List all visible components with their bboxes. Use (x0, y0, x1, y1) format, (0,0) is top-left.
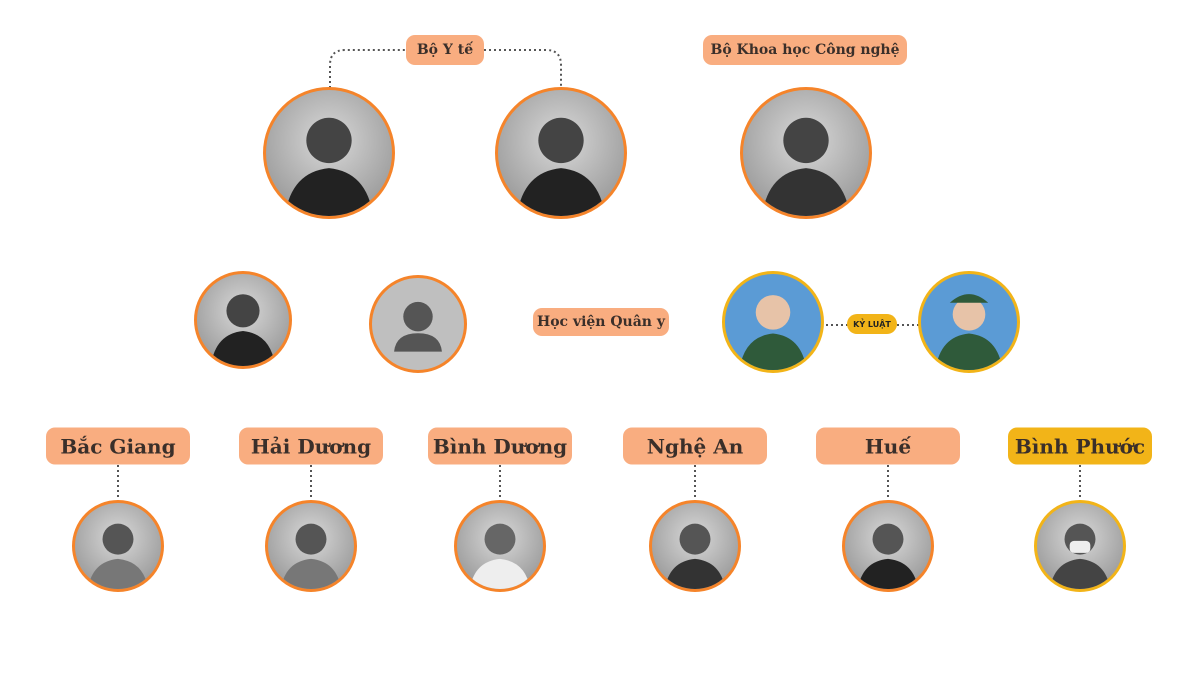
portrait-photo (842, 500, 934, 592)
portrait-photo (649, 500, 741, 592)
portrait-photo (72, 500, 164, 592)
province-label: Huế (816, 427, 960, 465)
label-ministry-health: Bộ Y tế (406, 35, 484, 65)
portrait-photo (265, 500, 357, 592)
portrait-photo (495, 87, 627, 219)
label-military-academy: Học viện Quân y (533, 308, 669, 336)
province-label-highlighted: Bình Phước (1008, 427, 1152, 465)
province-label: Hải Dương (239, 427, 383, 465)
portrait-photo (454, 500, 546, 592)
province-label: Nghệ An (623, 427, 767, 465)
portrait-photo (740, 87, 872, 219)
discipline-tag: KỶ LUẬT (847, 314, 897, 334)
province-label: Bắc Giang (46, 427, 190, 465)
label-ministry-science: Bộ Khoa học Công nghệ (703, 35, 907, 65)
portrait-photo (194, 271, 292, 369)
portrait-photo (1034, 500, 1126, 592)
portrait-photo (263, 87, 395, 219)
placeholder-avatar-icon (369, 275, 467, 373)
province-label: Bình Dương (428, 427, 572, 465)
portrait-photo (722, 271, 824, 373)
portrait-photo (918, 271, 1020, 373)
